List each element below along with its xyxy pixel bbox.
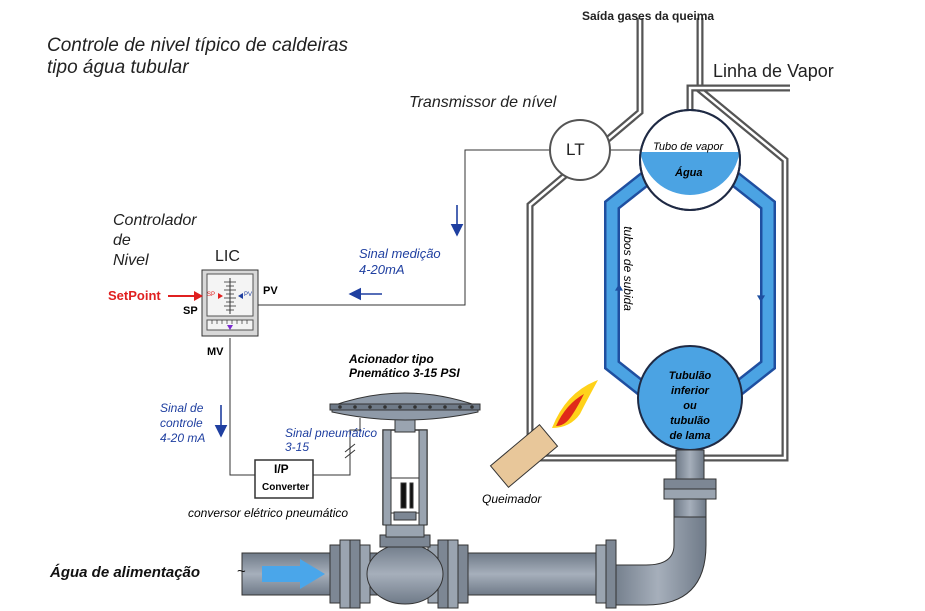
feed-water-tilde: ~ [237, 563, 246, 580]
mud-drum-label-3: ou [683, 400, 697, 412]
lic-label: LIC [215, 248, 240, 265]
riser-tubes-label: tubos de subida [620, 226, 635, 311]
burner [489, 380, 598, 488]
mud-drum-label-1: Tubulão [668, 370, 712, 382]
converter-desc-label: conversor elétrico pneumático [188, 506, 349, 520]
controller-label-1: Controlador [113, 212, 197, 229]
ip-converter-box [254, 459, 314, 499]
feed-water-label: Água de alimentação [50, 564, 201, 581]
pv-inner-label: PV [244, 292, 253, 298]
tube-flow-arrows [614, 283, 766, 303]
actuator-label: Acionador tipo Pnemático 3-15 PSI [349, 352, 460, 380]
exhaust-label: Saída gases da queima [582, 9, 715, 23]
mud-drum-label-5: de lama [669, 430, 711, 442]
water-tube-loop [604, 168, 776, 402]
measurement-signal-2: 4-20mA [359, 262, 405, 277]
flange-top-2 [663, 488, 717, 500]
feed-flow-arrow [262, 559, 325, 589]
steam-drum [639, 109, 741, 211]
controller-label-3: Nivel [113, 252, 149, 269]
signal-arrows [214, 205, 464, 438]
flange-top-1 [663, 478, 717, 490]
pneumatic-signal-1: Sinal pneumático [285, 426, 378, 440]
lt-label: LT [566, 140, 585, 159]
mud-drum-nozzle [675, 449, 705, 481]
controller-label-2: de [113, 232, 131, 249]
mud-drum-label-2: inferior [671, 385, 709, 397]
control-signal-2: controle [160, 416, 203, 430]
pneumatic-signal-2: 3-15 [285, 440, 310, 454]
measurement-signal-label: Sinal medição 4-20mA [359, 246, 441, 278]
transmitter-label: Transmissor de nível [409, 94, 557, 111]
steam-line-label: Linha de Vapor [713, 61, 834, 81]
actuator-label-2: Pnemático 3-15 PSI [349, 366, 460, 380]
control-valve [329, 392, 481, 605]
lic-controller [201, 269, 259, 337]
measurement-signal-1: Sinal medição [359, 246, 441, 261]
signal-lines [229, 149, 642, 476]
mv-label: MV [207, 346, 224, 358]
actuator-label-1: Acionador tipo [349, 352, 434, 366]
mud-drum-label: Tubulão inferior ou tubulão de lama [667, 369, 713, 444]
control-signal-label: Sinal de controle 4-20 mA [160, 401, 205, 446]
mud-drum-label-4: tubulão [670, 415, 710, 427]
pneumatic-hash [344, 443, 356, 459]
sp-inner-label: SP [207, 292, 216, 298]
converter-label: Converter [262, 482, 310, 493]
water-label: Água [675, 167, 703, 179]
control-signal-1: Sinal de [160, 401, 204, 415]
title-line-2: tipo água tubular [47, 57, 189, 78]
title-line-1: Controle de nivel típico de caldeiras [47, 35, 349, 56]
pneumatic-signal-label: Sinal pneumático 3-15 [285, 426, 377, 454]
setpoint-label: SetPoint [108, 288, 161, 303]
pipe-elbow [609, 516, 707, 606]
controller-label: Controlador de Nivel [113, 211, 197, 271]
sp-outer-label: SP [183, 305, 198, 317]
lt-circle [549, 119, 611, 181]
control-signal-3: 4-20 mA [160, 431, 206, 445]
pv-outer-label: PV [263, 285, 278, 297]
ip-label: I/P [274, 462, 289, 476]
burner-label: Queimador [482, 492, 542, 506]
steam-drum-label: Tubo de vapor [653, 141, 724, 153]
setpoint-arrow [168, 291, 203, 301]
